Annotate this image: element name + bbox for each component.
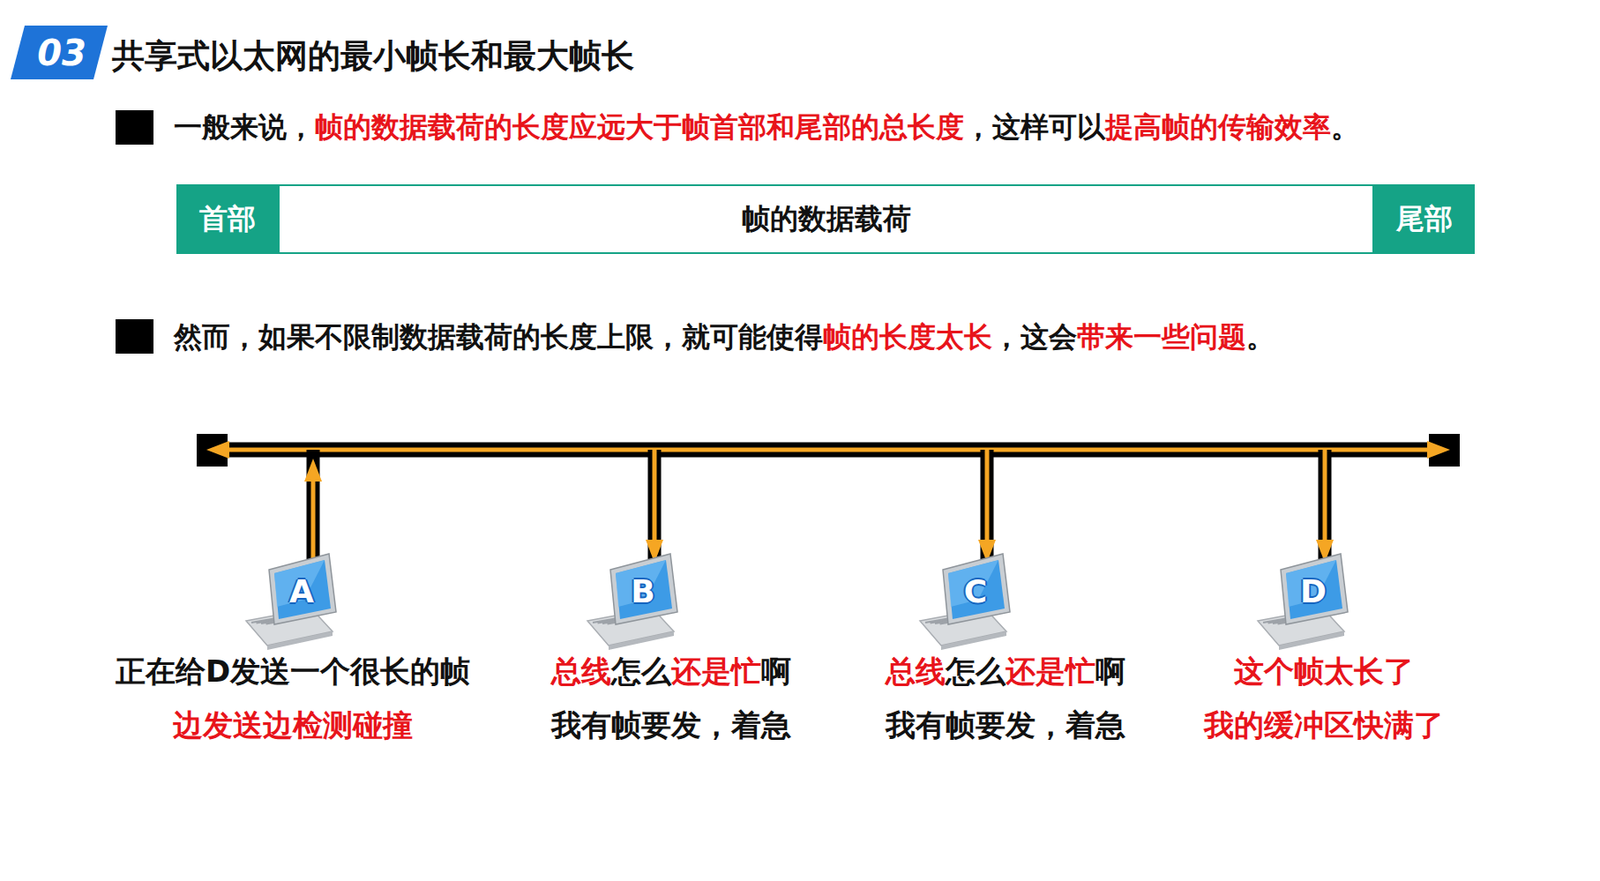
laptop-icon: [1257, 553, 1348, 651]
station-letter: B: [617, 566, 669, 616]
bullet-text: 然而，如果不限制数据载荷的长度上限，就可能使得: [173, 318, 823, 358]
bullet-text-row: 一般来说，帧的数据载荷的长度应远大于帧首部和尾部的总长度，这样可以提高帧的传输效…: [173, 108, 1360, 148]
frame-header-text: 首部: [199, 200, 256, 240]
station-caption: 啊: [761, 651, 792, 693]
bullet-square: [115, 319, 154, 354]
station-link: [978, 449, 996, 565]
station-caption: 还是忙: [1005, 651, 1096, 693]
station-letter-text: C: [964, 573, 987, 610]
station-caption-row: 总线怎么还是忙啊: [885, 651, 1126, 693]
station-caption: 啊: [1095, 651, 1126, 693]
station-caption: 我有帧要发，着急: [885, 705, 1126, 747]
station-caption-row: 正在给D发送一个很长的帧: [115, 651, 471, 693]
station-caption-row: 这个帧太长了: [1233, 651, 1414, 693]
station-caption-row: 我有帧要发，着急: [885, 705, 1126, 747]
bullet-text: 提高帧的传输效率: [1105, 108, 1331, 148]
station-caption-row: 我有帧要发，着急: [551, 705, 792, 747]
bullet-text: 带来一些问题: [1076, 318, 1247, 358]
frame-payload: 帧的数据载荷: [277, 184, 1375, 255]
laptop-icon: [246, 553, 337, 651]
station-link: [304, 449, 322, 565]
frame-payload-text: 帧的数据载荷: [741, 200, 912, 240]
station-caption: 我的缓冲区快满了: [1203, 705, 1444, 747]
bullet-text: 帧的数据载荷的长度应远大于帧首部和尾部的总长度: [314, 108, 965, 148]
station-letter: A: [276, 566, 328, 616]
station-caption: 正在给D发送一个很长的帧: [115, 651, 471, 693]
bullet-text: ，这会: [992, 318, 1077, 358]
frame-trailer: 尾部: [1374, 184, 1475, 255]
section-number: 03: [37, 32, 87, 74]
bullet-text: 。: [1246, 318, 1275, 358]
bullet-text: 。: [1330, 108, 1360, 148]
station-link: [645, 449, 664, 565]
station-letter: D: [1287, 566, 1339, 616]
bullet-text: 帧的长度太长: [822, 318, 993, 358]
frame-header: 首部: [176, 184, 278, 255]
station-caption: 这个帧太长了: [1233, 651, 1414, 693]
station-letter-text: B: [630, 573, 655, 610]
bullet-text: 一般来说，: [173, 108, 315, 148]
title-badge: [10, 25, 108, 80]
station-letter-text: A: [289, 573, 315, 610]
station-letter: C: [949, 566, 1002, 616]
slide-title: 共享式以太网的最小帧长和最大帧长: [112, 34, 635, 79]
station-caption-row: 边发送边检测碰撞: [172, 705, 413, 747]
station-caption-row: 我的缓冲区快满了: [1203, 705, 1444, 747]
station-link: [1315, 449, 1334, 565]
section-number-row: 03: [37, 32, 87, 74]
station-caption: 怎么: [945, 651, 1006, 693]
laptop-icon: [919, 553, 1010, 651]
station-caption: 还是忙: [671, 651, 762, 693]
station-caption: 怎么: [611, 651, 672, 693]
station-letter-text: D: [1300, 573, 1327, 610]
station-caption: 总线: [885, 651, 946, 693]
station-caption: 我有帧要发，着急: [551, 705, 792, 747]
laptop-icon: [587, 553, 678, 651]
bullet-text: ，这样可以: [964, 108, 1106, 148]
station-caption-row: 总线怎么还是忙啊: [551, 651, 792, 693]
bullet-square: [115, 110, 154, 145]
station-caption: 边发送边检测碰撞: [172, 705, 413, 747]
bus: [196, 433, 1460, 467]
station-caption: 总线: [551, 651, 612, 693]
bullet-text-row: 然而，如果不限制数据载荷的长度上限，就可能使得帧的长度太长，这会带来一些问题。: [173, 318, 1275, 358]
frame-trailer-text: 尾部: [1396, 200, 1453, 240]
